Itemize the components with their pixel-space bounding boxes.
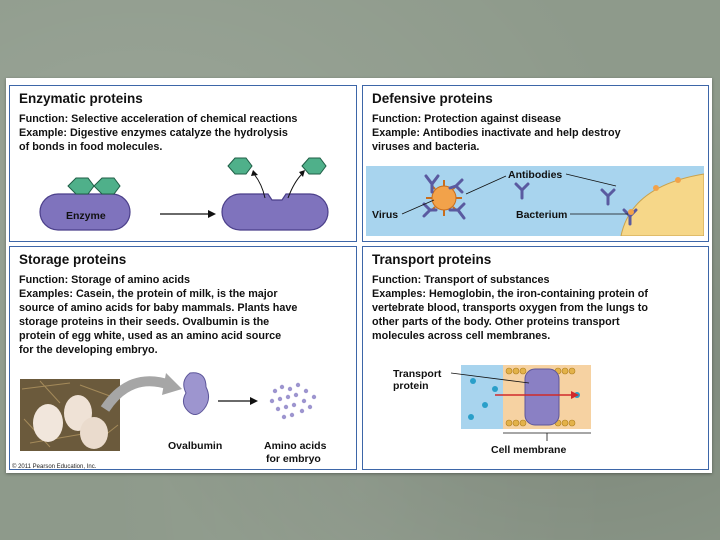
virus-label: Virus — [372, 209, 398, 221]
example-text-line-3: other parts of the body. Other proteins … — [372, 315, 620, 330]
cell-membrane-label: Cell membrane — [491, 444, 566, 456]
function-text: Function: Protection against disease — [372, 112, 561, 127]
example-text-line-2: of bonds in food molecules. — [19, 140, 162, 155]
transport-protein-label: Transport — [393, 368, 442, 380]
transport-protein-label-2: protein — [393, 380, 429, 392]
example-text-line-3: storage proteins in their seeds. Ovalbum… — [19, 315, 269, 330]
antigen-dot — [653, 185, 659, 191]
example-text-line-1: Example: Digestive enzymes catalyze the … — [19, 126, 288, 141]
antigen-dot — [628, 209, 634, 215]
arrow-head — [208, 210, 216, 218]
example-text-line-2: source of amino acids for baby mammals. … — [19, 301, 297, 316]
slide-content: Enzymatic proteins Function: Selective a… — [6, 78, 712, 473]
amino-acid-dots — [270, 383, 316, 419]
substrate-hexagon — [68, 178, 94, 194]
product-hexagon — [228, 158, 252, 174]
egg-shape — [33, 404, 63, 442]
transport-illustration: Transport protein Cell membrane — [363, 359, 708, 469]
example-text-line-4: molecules across cell membranes. — [372, 329, 550, 344]
panel-enzymatic: Enzymatic proteins Function: Selective a… — [9, 85, 357, 242]
enzyme-shape-empty — [222, 194, 328, 230]
example-text-line-1: Examples: Casein, the protein of milk, i… — [19, 287, 278, 302]
storage-illustration: Ovalbumin Amino acids for embryo — [10, 369, 355, 467]
panel-title: Transport proteins — [372, 252, 491, 267]
example-text-line-1: Example: Antibodies inactivate and help … — [372, 126, 621, 141]
antigen-dot — [675, 177, 681, 183]
function-text: Function: Transport of substances — [372, 273, 550, 288]
amino-acids-label-2: for embryo — [266, 453, 321, 465]
panel-storage: Storage proteins Function: Storage of am… — [9, 246, 357, 470]
copyright-notice: © 2011 Pearson Education, Inc. — [12, 464, 96, 470]
product-hexagon — [302, 158, 326, 174]
antibodies-label: Antibodies — [508, 169, 562, 181]
amino-acids-label: Amino acids — [264, 440, 327, 452]
panel-title: Enzymatic proteins — [19, 91, 143, 106]
enzyme-label: Enzyme — [66, 210, 106, 222]
function-text: Function: Selective acceleration of chem… — [19, 112, 297, 127]
example-text-line-2: vertebrate blood, transports oxygen from… — [372, 301, 648, 316]
ovalbumin-shape — [183, 373, 208, 415]
transport-protein-shape — [525, 369, 559, 425]
egg-shape — [80, 417, 108, 449]
enzyme-illustration: Enzyme — [10, 156, 355, 240]
arrow-head — [250, 397, 258, 405]
antibody-illustration: Antibodies Virus Bacterium — [366, 166, 704, 236]
panel-defensive: Defensive proteins Function: Protection … — [362, 85, 709, 242]
example-text-line-5: for the developing embryo. — [19, 343, 158, 358]
panel-transport: Transport proteins Function: Transport o… — [362, 246, 709, 470]
virus-shape — [432, 186, 456, 210]
arrow-head — [251, 170, 258, 176]
ovalbumin-label: Ovalbumin — [168, 440, 222, 452]
example-text-line-4: protein of egg white, used as an amino a… — [19, 329, 281, 344]
bacterium-label: Bacterium — [516, 209, 567, 221]
example-text-line-2: viruses and bacteria. — [372, 140, 479, 155]
substrate-hexagon — [94, 178, 120, 194]
panel-title: Storage proteins — [19, 252, 126, 267]
panel-title: Defensive proteins — [372, 91, 493, 106]
example-text-line-1: Examples: Hemoglobin, the iron-containin… — [372, 287, 648, 302]
arrow-head — [162, 373, 182, 395]
function-text: Function: Storage of amino acids — [19, 273, 190, 288]
